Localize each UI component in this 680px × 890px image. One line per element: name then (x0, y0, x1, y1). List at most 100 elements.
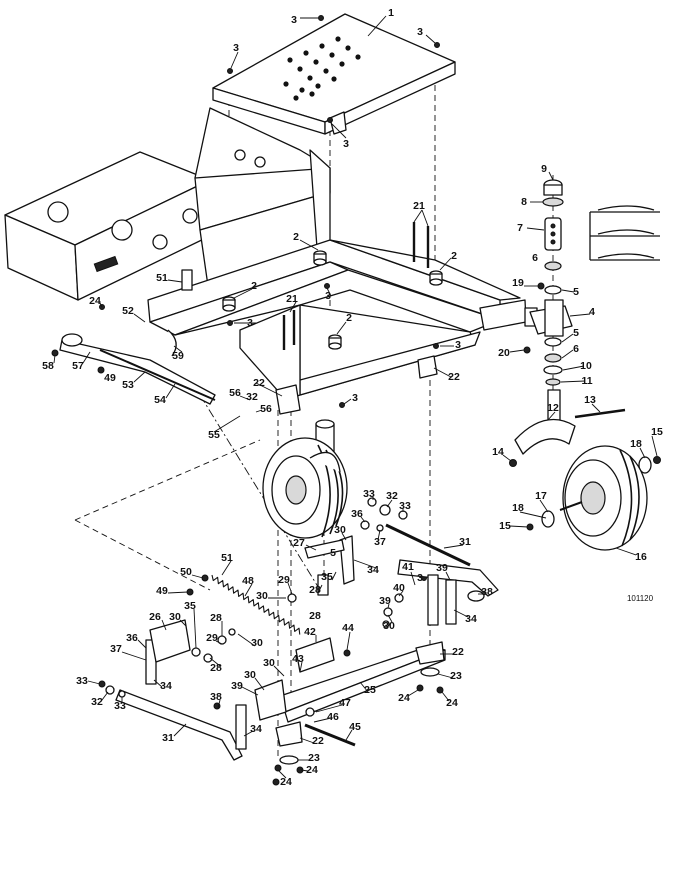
callout-17: 17 (535, 490, 547, 502)
callout-18: 18 (512, 502, 524, 514)
callout-23: 23 (308, 752, 320, 764)
callout-24: 24 (398, 692, 410, 704)
callout-22: 22 (253, 377, 265, 389)
callout-24: 24 (280, 776, 292, 788)
callout-47: 47 (339, 697, 351, 709)
callout-30: 30 (263, 657, 275, 669)
callout-33: 33 (399, 500, 411, 512)
callout-37: 37 (110, 643, 122, 655)
callout-34: 34 (250, 723, 262, 735)
callout-56: 56 (229, 387, 241, 399)
callout-30: 30 (169, 611, 181, 623)
callout-36: 36 (126, 632, 138, 644)
callout-1: 1 (388, 7, 394, 19)
callout-28: 28 (210, 612, 222, 624)
callout-58: 58 (42, 360, 54, 372)
callout-3: 3 (343, 138, 349, 150)
main-frame (4, 107, 538, 401)
callout-27: 27 (293, 537, 305, 549)
callout-23: 23 (450, 670, 462, 682)
callout-8: 8 (521, 196, 527, 208)
callout-18: 18 (630, 438, 642, 450)
callout-45: 45 (349, 721, 361, 733)
callout-5: 5 (573, 286, 579, 298)
rubber-isolators (222, 250, 443, 350)
callout-3: 3 (417, 26, 423, 38)
callout-6: 6 (532, 252, 538, 264)
callout-9: 9 (541, 163, 547, 175)
callout-56: 56 (260, 403, 272, 415)
callout-30: 30 (251, 637, 263, 649)
callout-53: 53 (122, 379, 134, 391)
callout-52: 52 (122, 305, 134, 317)
callout-28: 28 (309, 610, 321, 622)
callout-21: 21 (286, 293, 298, 305)
steering-linkage (51, 269, 216, 405)
callout-57: 57 (72, 360, 84, 372)
callout-44: 44 (342, 622, 354, 634)
callout-21: 21 (413, 200, 425, 212)
callout-50: 50 (180, 566, 192, 578)
callout-20: 20 (498, 347, 510, 359)
callout-11: 11 (581, 375, 592, 387)
callout-34: 34 (160, 680, 172, 692)
callout-22: 22 (312, 735, 324, 747)
callout-32: 32 (246, 391, 258, 403)
callout-33: 33 (114, 700, 126, 712)
callout-29: 29 (278, 574, 290, 586)
callout-41: 41 (402, 561, 414, 573)
callout-30: 30 (244, 669, 256, 681)
callout-36: 36 (351, 508, 363, 520)
callout-34: 34 (465, 613, 477, 625)
callout-48: 48 (242, 575, 254, 587)
seat-pan (212, 13, 456, 135)
callout-34: 34 (367, 564, 379, 576)
bolt-markers (227, 15, 440, 581)
callout-49: 49 (156, 585, 168, 597)
callout-26: 26 (149, 611, 161, 623)
long-bolts (282, 222, 430, 350)
callout-42: 42 (304, 626, 316, 638)
callout-49: 49 (104, 372, 116, 384)
callout-22: 22 (452, 646, 464, 658)
callout-37: 37 (374, 536, 386, 548)
callout-39: 39 (436, 562, 448, 574)
callout-24: 24 (89, 295, 101, 307)
callout-33: 33 (363, 488, 375, 500)
callout-2: 2 (346, 312, 352, 324)
callout-40: 40 (393, 582, 405, 594)
callout-31: 31 (459, 536, 471, 548)
callout-5: 5 (330, 547, 336, 559)
callout-59: 59 (172, 350, 184, 362)
callout-55: 55 (208, 429, 220, 441)
callout-7: 7 (517, 222, 523, 234)
callout-32: 32 (386, 490, 398, 502)
callout-35: 35 (184, 600, 196, 612)
callout-24: 24 (306, 764, 318, 776)
callout-16: 16 (635, 551, 647, 563)
callout-38: 38 (210, 691, 222, 703)
callout-3: 3 (247, 317, 253, 329)
callout-4: 4 (589, 306, 595, 318)
callout-51: 51 (156, 272, 168, 284)
callout-38: 38 (481, 586, 493, 598)
callout-3: 3 (325, 290, 331, 302)
callout-22: 22 (448, 371, 460, 383)
figure-id-label: 101120 (627, 594, 654, 603)
callout-6: 6 (573, 343, 579, 355)
callout-15: 15 (651, 426, 663, 438)
callout-3: 3 (291, 14, 297, 26)
callout-30: 30 (256, 590, 268, 602)
callout-3: 3 (352, 392, 358, 404)
callout-28: 28 (210, 662, 222, 674)
callout-24: 24 (446, 697, 458, 709)
callout-3: 3 (233, 42, 239, 54)
callout-13: 13 (584, 394, 596, 406)
tension-spring (186, 574, 301, 635)
front-axle-assembly (98, 559, 499, 786)
callout-29: 29 (206, 632, 218, 644)
callout-31: 31 (162, 732, 174, 744)
callout-43: 43 (292, 653, 304, 665)
